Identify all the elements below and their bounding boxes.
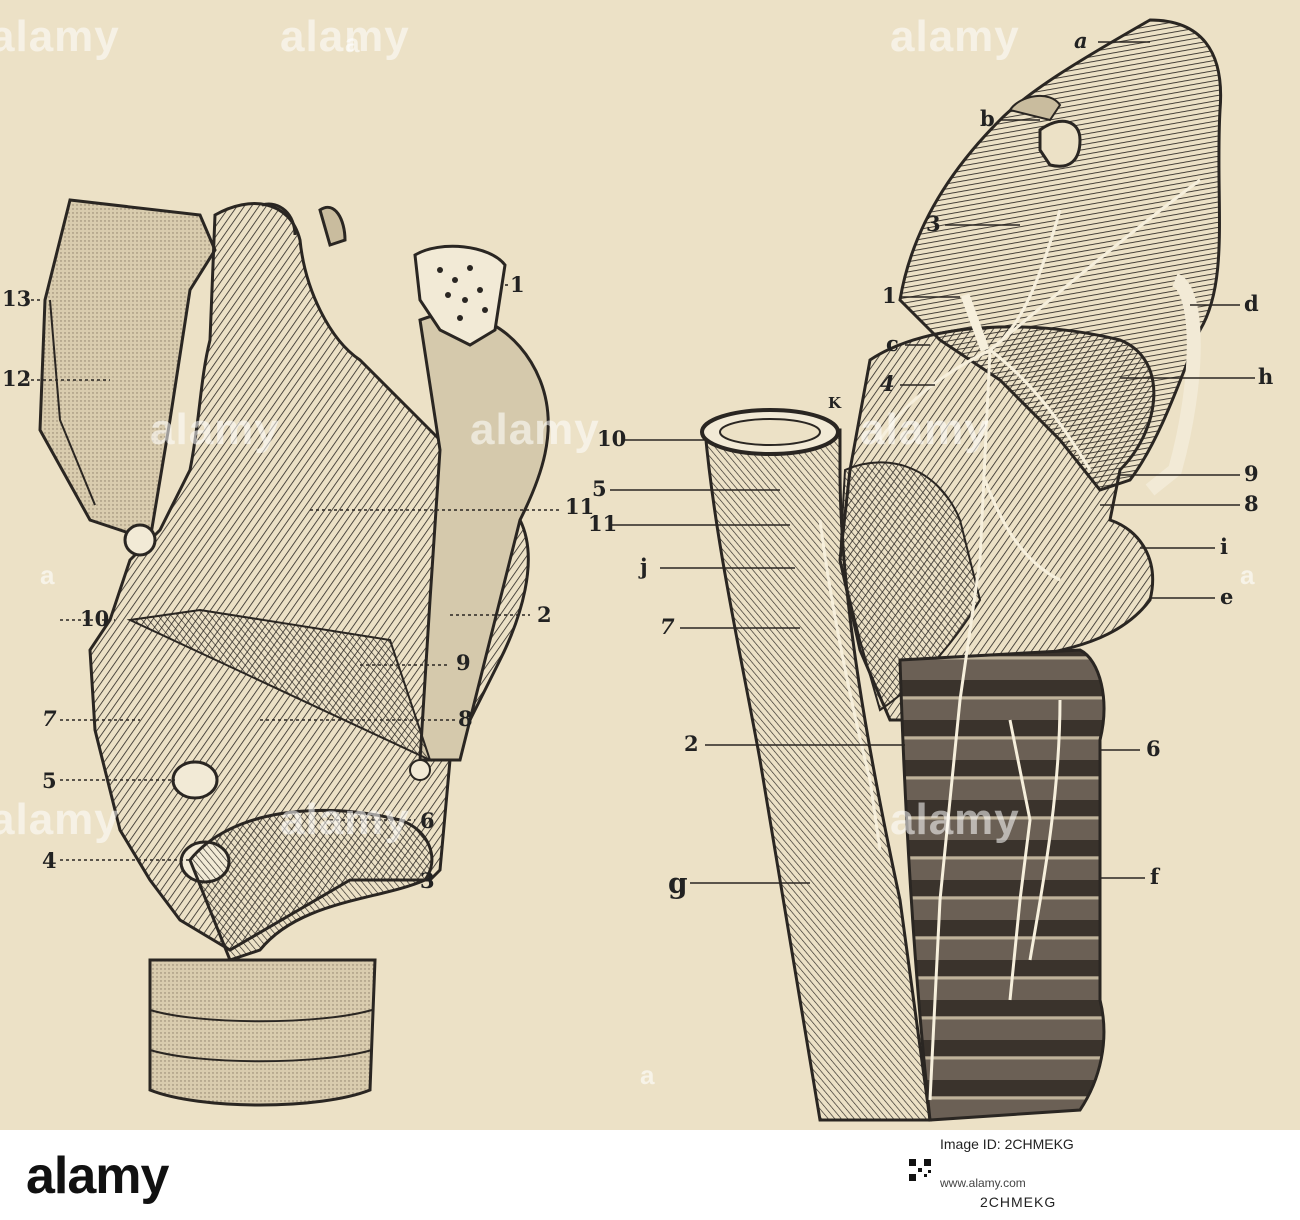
fig-label-e: e: [1220, 584, 1234, 609]
qr-code-icon: [908, 1158, 932, 1182]
fig-label-b: b: [980, 106, 995, 131]
watermark-letter: a: [40, 560, 55, 590]
watermark-text: alamy: [860, 405, 990, 454]
trachea-stub: [148, 958, 377, 1107]
fig-label-d: d: [1244, 291, 1259, 316]
watermark-text: alamy: [280, 795, 410, 844]
fig-label-r9: 9: [1244, 461, 1259, 486]
fig-label-3: 3: [420, 868, 435, 893]
cricothyroid-area: [418, 312, 550, 762]
anatomical-engraving-plate: 1 2 3 4 5 6 7 8 9 10 11 12 13 a b 3 1 d …: [0, 0, 1300, 1130]
fig-label-f: f: [1150, 864, 1160, 889]
fig-label-r6: 6: [1146, 736, 1161, 761]
fig-label-12: 12: [2, 366, 32, 391]
watermark-letter: a: [345, 28, 360, 58]
image-code: 2CHMEKG: [980, 1194, 1057, 1210]
fig-label-13: 13: [2, 286, 32, 311]
watermark-text: alamy: [150, 405, 280, 454]
fig-label-r10: 10: [597, 426, 627, 451]
stock-footer-bar: alamy Image ID: 2CHMEKG www.alamy.com 2C…: [0, 1130, 1300, 1220]
watermark-text: alamy: [0, 12, 120, 61]
fig-label-r11: 11: [588, 511, 618, 536]
watermark-letter: a: [640, 1060, 655, 1090]
fig-label-6: 6: [420, 808, 435, 833]
thyroid-cartilage-plate: [38, 198, 217, 542]
fig-label-r5: 5: [592, 476, 607, 501]
larynx-engraving-illustration: [0, 0, 1300, 1130]
image-id: Image ID: 2CHMEKG: [940, 1136, 1074, 1152]
fig-label-c: c: [886, 331, 899, 356]
watermark-letter: a: [1240, 560, 1255, 590]
right-larynx-figure: [610, 18, 1255, 1122]
fig-label-r7: 7: [660, 614, 675, 639]
watermark-text: alamy: [280, 12, 410, 61]
laryngeal-nerves: [818, 178, 1201, 1101]
fig-label-1: 1: [510, 272, 525, 297]
site-url: www.alamy.com: [940, 1176, 1026, 1190]
fig-label-h: h: [1258, 364, 1274, 389]
fig-label-10: 10: [80, 606, 110, 631]
fig-label-k: K: [828, 394, 842, 412]
fig-label-5: 5: [42, 768, 57, 793]
watermark-text: alamy: [0, 795, 120, 844]
fig-label-8: 8: [458, 706, 473, 731]
posterior-cricoarytenoid: [838, 461, 982, 712]
fig-label-11: 11: [565, 494, 595, 519]
fig-label-r3: 3: [926, 211, 941, 236]
watermark-text: alamy: [890, 795, 1020, 844]
watermark-text: alamy: [470, 405, 600, 454]
fig-label-4: 4: [42, 848, 57, 873]
fig-label-r2: 2: [684, 731, 699, 756]
fig-label-g: g: [668, 867, 688, 900]
fig-label-r4: 4: [880, 371, 895, 396]
thyroarytenoid-muscle: [126, 608, 432, 762]
fig-label-2: 2: [537, 602, 552, 627]
fig-label-a: a: [1074, 28, 1088, 53]
fig-label-r1: 1: [882, 283, 897, 308]
fig-label-j: j: [640, 554, 648, 579]
fig-label-7: 7: [42, 706, 57, 731]
left-larynx-figure: [25, 198, 560, 1107]
watermark-text: alamy: [890, 12, 1020, 61]
alamy-logo: alamy: [26, 1147, 169, 1205]
fig-label-r8: 8: [1244, 491, 1259, 516]
esophagus: [703, 428, 932, 1122]
fig-label-9: 9: [456, 650, 471, 675]
probe-pin: [960, 293, 990, 352]
cricoid-cartilage: [188, 808, 434, 962]
fig-label-i: i: [1220, 534, 1228, 559]
trachea-rings: [898, 648, 1106, 1122]
